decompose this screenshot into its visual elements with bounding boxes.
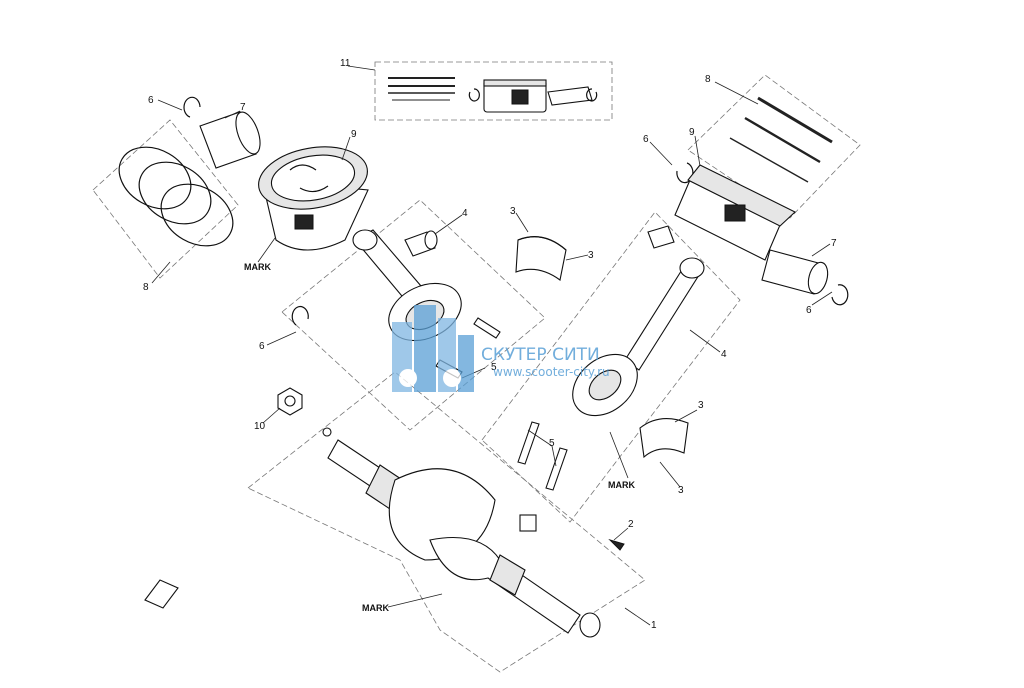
small-end-bushing-right-icon <box>647 225 675 249</box>
rod-mark-label: MARK <box>608 480 635 490</box>
watermark: СКУТЕР СИТИ www.scooter-city.ru <box>392 305 610 392</box>
circlip-right-lower-icon <box>831 284 849 306</box>
small-end-bushing-left-icon <box>404 230 438 257</box>
bearing-shell-upper-icon <box>515 236 567 281</box>
crankshaft-box <box>247 371 646 673</box>
callout-4-left: 4 <box>462 208 468 219</box>
direction-arrow-icon <box>144 579 179 609</box>
callout-5-right: 5 <box>549 438 555 449</box>
bearing-shell-lower-icon <box>639 417 689 459</box>
callout-4-right: 4 <box>721 349 727 360</box>
piston-pin-left-icon <box>199 111 261 169</box>
rod-box-right <box>481 211 741 523</box>
ring-set-box-left <box>92 119 239 279</box>
callout-8-right: 8 <box>705 74 711 85</box>
callout-labels: 11 6 7 9 8 6 10 4 5 3 3 8 6 9 7 6 4 3 3 … <box>143 58 837 631</box>
group-boxes <box>92 61 861 673</box>
circlip-left-lower-icon <box>291 305 309 326</box>
leader-lines <box>151 65 833 626</box>
callout-11: 11 <box>340 58 351 69</box>
crankshaft-icon <box>327 439 601 638</box>
callout-5-left: 5 <box>491 362 497 373</box>
connecting-rod-right-icon <box>572 257 705 417</box>
piston-left-icon <box>258 146 369 251</box>
woodruff-key-icon <box>608 538 625 551</box>
mark-labels: MARK MARK MARK <box>244 262 635 613</box>
circlip-left-upper-icon <box>183 96 201 118</box>
piston-rings-right-icon <box>729 96 833 183</box>
callout-2: 2 <box>628 519 634 530</box>
rod-bolt-right-icon <box>517 421 568 491</box>
piston-rings-left-icon <box>118 146 234 247</box>
watermark-logo <box>392 305 474 392</box>
watermark-title: СКУТЕР СИТИ <box>481 345 600 365</box>
callout-3-lower-top: 3 <box>698 400 704 411</box>
callout-9-right: 9 <box>689 127 695 138</box>
callout-3-upper-top: 3 <box>510 206 516 217</box>
piston-kit-icon <box>388 77 598 113</box>
callout-6-right-upper: 6 <box>643 134 649 145</box>
callout-7-left: 7 <box>240 102 246 113</box>
callout-7-right: 7 <box>831 238 837 249</box>
callout-3-upper-side: 3 <box>588 250 594 261</box>
piston-pin-right-icon <box>761 249 829 295</box>
crank-nut-icon <box>277 387 303 416</box>
washer-icon <box>322 427 332 437</box>
callout-1: 1 <box>651 620 657 631</box>
ring-set-box-right <box>687 74 861 219</box>
crank-mark-label: MARK <box>362 603 389 613</box>
piston-mark-label: MARK <box>244 262 271 272</box>
piston-kit-box-11 <box>374 61 613 121</box>
callout-6-left-lower: 6 <box>259 341 265 352</box>
callout-9-left: 9 <box>351 129 357 140</box>
watermark-url: www.scooter-city.ru <box>493 365 610 379</box>
callout-6-right-lower: 6 <box>806 305 812 316</box>
piston-right-icon <box>674 164 796 261</box>
callout-8-left: 8 <box>143 282 149 293</box>
callout-10: 10 <box>254 421 266 432</box>
callout-6-left-upper: 6 <box>148 95 154 106</box>
callout-3-lower-bottom: 3 <box>678 485 684 496</box>
